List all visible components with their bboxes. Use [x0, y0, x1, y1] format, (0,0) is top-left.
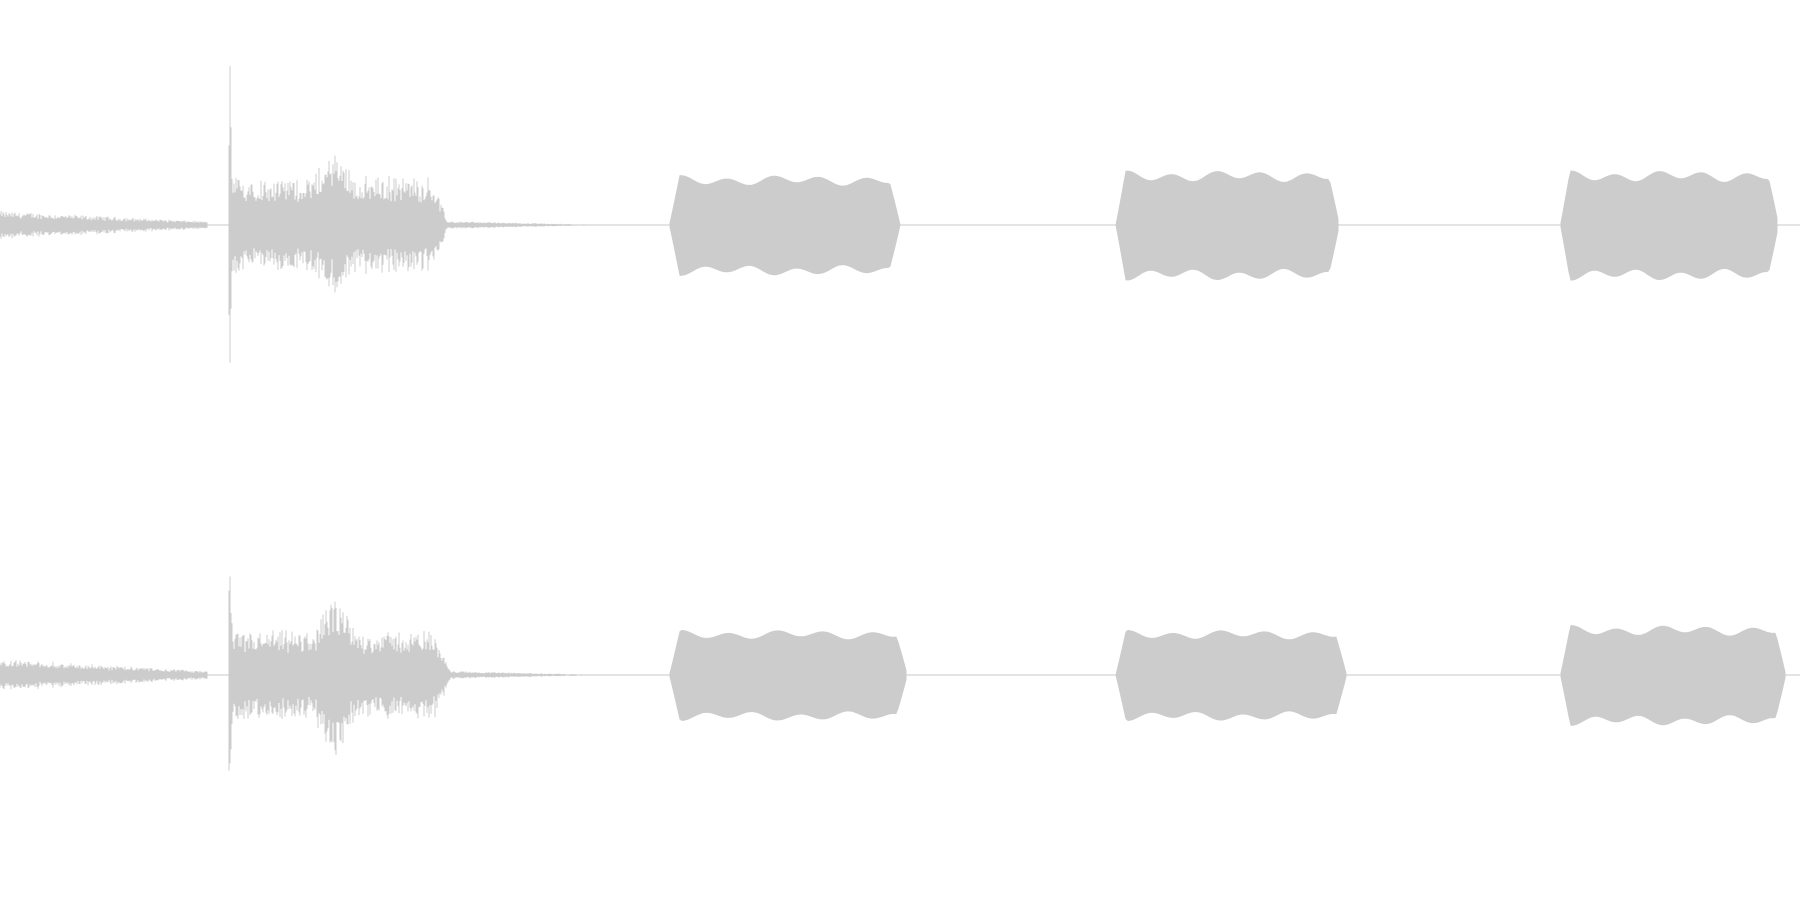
- waveform-channel-left[interactable]: [0, 65, 1800, 363]
- waveform-noise: [449, 671, 592, 679]
- waveform-noise: [229, 601, 451, 756]
- waveform-tone-burst: [669, 629, 907, 722]
- waveform-tone-burst: [1560, 625, 1786, 726]
- waveform-channel-right[interactable]: [0, 576, 1800, 771]
- waveform-noise: [0, 660, 208, 690]
- waveform-tone-burst: [1560, 170, 1778, 281]
- waveform-noise: [445, 221, 591, 229]
- waveform-tone-burst: [1115, 170, 1339, 281]
- waveform-tone-burst: [1115, 629, 1347, 722]
- waveform-noise: [0, 211, 208, 239]
- waveform-tone-burst: [669, 175, 901, 276]
- waveform-noise: [229, 155, 447, 293]
